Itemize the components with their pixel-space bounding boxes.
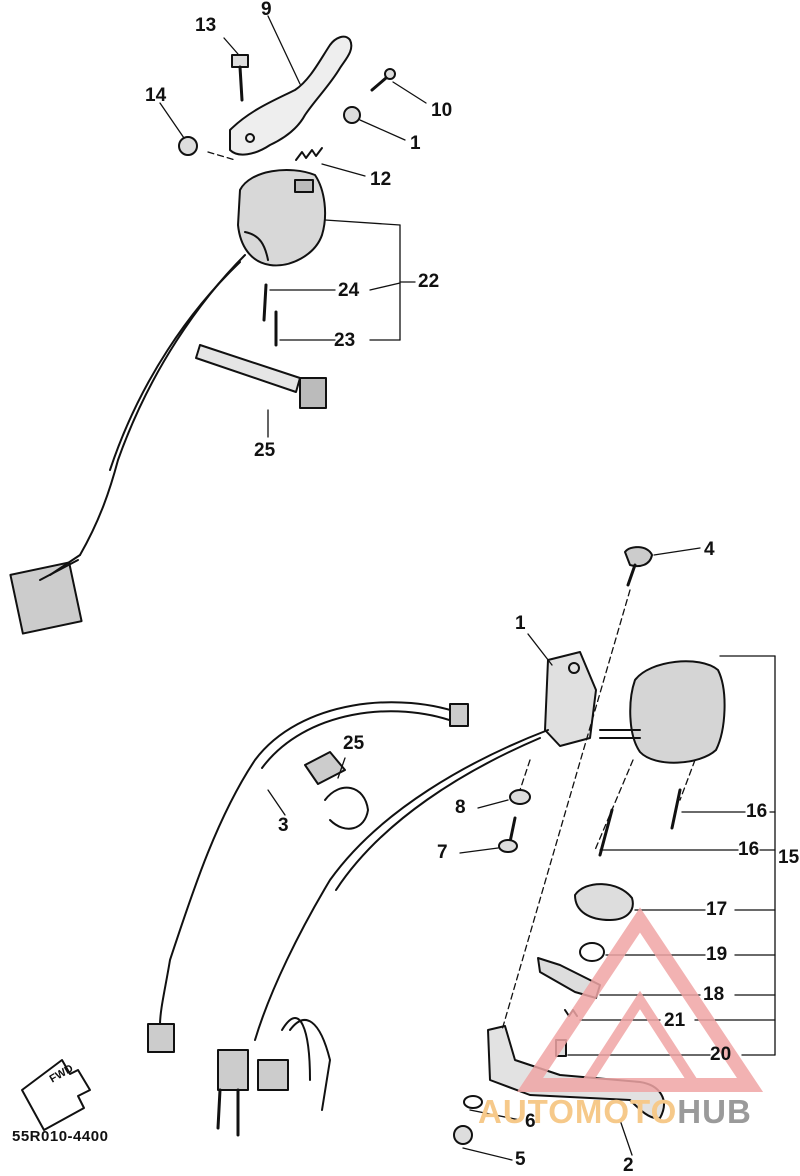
screw-24 <box>262 283 268 322</box>
leader-lines-lower <box>207 151 776 1161</box>
callout-23: 23 <box>334 330 356 351</box>
screw-7 <box>498 816 518 853</box>
callout-17: 17 <box>706 899 728 920</box>
callout-9: 9 <box>261 0 272 20</box>
cam-17 <box>574 883 634 921</box>
screw-16a <box>670 788 682 830</box>
callout-19: 19 <box>706 944 728 965</box>
left-switch-harness <box>9 254 246 635</box>
callout-16a: 16 <box>746 801 768 822</box>
cable-band-25-lower <box>304 751 369 830</box>
callout-1-upper: 1 <box>410 133 421 154</box>
callout-15: 15 <box>778 847 800 868</box>
nut-14 <box>178 136 198 156</box>
left-switch-assembly <box>237 169 327 267</box>
callout-2: 2 <box>623 1155 634 1176</box>
callout-7: 7 <box>437 842 448 863</box>
callout-1-lower: 1 <box>515 613 526 634</box>
bolt-4 <box>624 546 653 587</box>
callout-25-upper: 25 <box>254 440 276 461</box>
callout-16b: 16 <box>738 839 760 860</box>
callout-14: 14 <box>145 85 167 106</box>
screw-16b <box>598 808 614 857</box>
right-switch-harness <box>216 729 549 1137</box>
callout-10: 10 <box>431 100 453 121</box>
nut-11 <box>343 106 361 124</box>
callout-8: 8 <box>455 797 466 818</box>
catalog-code: 55R010-4400 <box>12 1128 109 1145</box>
watermark-text: AUTOMOTOHUB <box>478 1093 752 1131</box>
callout-12: 12 <box>370 169 392 190</box>
washer-8 <box>509 789 531 805</box>
watermark-text-suffix: HUB <box>677 1093 752 1130</box>
callout-4: 4 <box>704 539 715 560</box>
callout-13: 13 <box>195 15 217 36</box>
callout-5: 5 <box>515 1149 526 1170</box>
collar-6 <box>463 1095 483 1109</box>
leader-lines-upper <box>159 15 427 438</box>
ring-19 <box>579 942 605 962</box>
lever-bolt-13 <box>231 54 249 102</box>
spring-12 <box>295 147 323 161</box>
watermark-text-main: AUTOMOTO <box>478 1093 678 1130</box>
lead-wire-3 <box>147 701 469 1053</box>
clutch-lever <box>229 35 353 156</box>
callout-24: 24 <box>338 280 360 301</box>
callout-22: 22 <box>418 271 440 292</box>
bracket-1 <box>544 651 597 747</box>
callout-20: 20 <box>710 1044 732 1065</box>
callout-21: 21 <box>664 1010 686 1031</box>
callout-3: 3 <box>278 815 289 836</box>
callout-18: 18 <box>703 984 725 1005</box>
screw-10 <box>370 68 396 92</box>
right-switch-assembly <box>599 660 726 764</box>
callout-6: 6 <box>525 1111 536 1132</box>
cable-band-25-upper <box>195 344 327 409</box>
nut-5 <box>453 1125 473 1145</box>
watermark-logo-icon <box>516 907 764 1092</box>
callout-25-lower: 25 <box>343 733 365 754</box>
fwd-arrow-icon <box>21 1059 91 1131</box>
